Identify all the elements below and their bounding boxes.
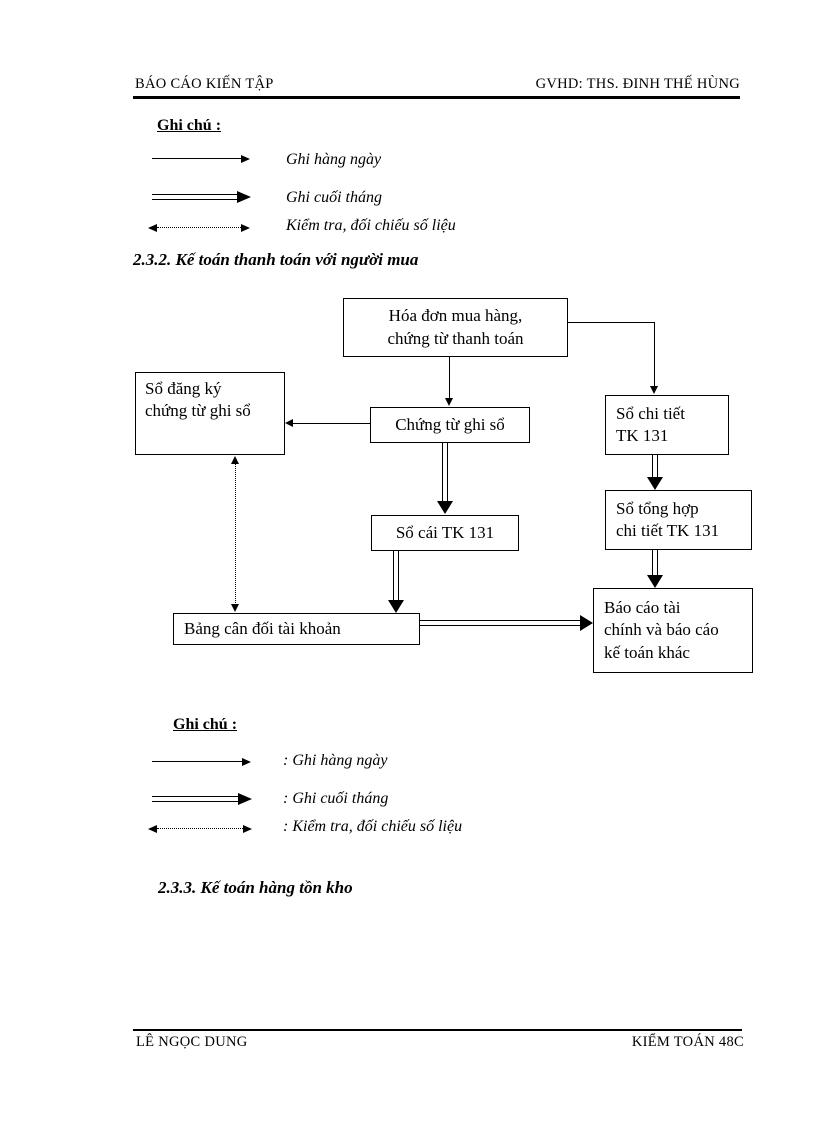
box-so-tong-hop: Sổ tổng hợp chi tiết TK 131 (605, 490, 752, 550)
dbl-arrow-socai-to-bangcandoi (393, 551, 399, 601)
arrow-chungtu-to-sodangky (292, 423, 370, 424)
header-left: BÁO CÁO KIẾN TẬP (135, 76, 274, 92)
legend-top-label-check: Kiểm tra, đối chiếu số liệu (286, 217, 456, 234)
dbl-arrow-bangcandoi-to-baocao (420, 620, 581, 626)
header-rule (133, 96, 740, 99)
section-heading-2-3-2: 2.3.2. Kế toán thanh toán với người mua (133, 250, 419, 269)
dbl-arrow-sochitiet-to-sotonghop (652, 455, 658, 478)
box-so-chi-tiet: Sổ chi tiết TK 131 (605, 395, 729, 455)
arrow-hoadon-to-sochitiet-v (654, 322, 655, 387)
dbl-arrow-bangcandoi-to-baocao-head (580, 615, 593, 631)
arrow-chungtu-to-sodangky-head (285, 419, 293, 427)
footer-rule (133, 1029, 742, 1031)
dbl-arrow-sotonghop-to-baocao (652, 550, 658, 576)
dot-arrow-sodangky-bangcandoi (235, 464, 236, 605)
dbl-arrow-chungtu-to-socai-head (437, 501, 453, 514)
monthly-entry-arrow-icon (152, 792, 252, 805)
footer-left: LÊ NGỌC DUNG (136, 1034, 248, 1050)
legend-top-title: Ghi chú : (157, 117, 222, 134)
arrow-hoadon-to-sochitiet-h (568, 322, 655, 323)
check-reconcile-arrow-icon (148, 824, 252, 833)
monthly-entry-arrow-icon (152, 190, 251, 203)
box-bang-can-doi: Bảng cân đối tài khoản (173, 613, 420, 645)
daily-entry-arrow-icon (152, 154, 250, 163)
box-so-dang-ky: Sổ đăng ký chứng từ ghi sổ (135, 372, 285, 455)
legend-bottom-label-check: : Kiểm tra, đối chiếu số liệu (283, 818, 463, 835)
arrow-hoadon-to-chungtu (449, 357, 450, 399)
section-heading-2-3-3: 2.3.3. Kế toán hàng tồn kho (158, 878, 353, 897)
legend-top-label-daily: Ghi hàng ngày (286, 151, 382, 168)
dbl-arrow-socai-to-bangcandoi-head (388, 600, 404, 613)
box-so-cai: Sổ cái TK 131 (371, 515, 519, 551)
dbl-arrow-sotonghop-to-baocao-head (647, 575, 663, 588)
legend-bottom-label-daily: : Ghi hàng ngày (283, 752, 388, 769)
daily-entry-arrow-icon (152, 757, 251, 766)
legend-bottom-label-monthly: : Ghi cuối tháng (283, 790, 389, 807)
check-reconcile-arrow-icon (148, 223, 250, 232)
arrow-hoadon-to-sochitiet-head (650, 386, 658, 394)
box-chung-tu-ghi-so: Chứng từ ghi sổ (370, 407, 530, 443)
dot-arrow-sodangky-bangcandoi-head-up (231, 456, 239, 464)
dbl-arrow-sochitiet-to-sotonghop-head (647, 477, 663, 490)
legend-top-label-monthly: Ghi cuối tháng (286, 189, 382, 206)
dbl-arrow-chungtu-to-socai (442, 443, 448, 502)
header-right: GVHD: THS. ĐINH THẾ HÙNG (535, 76, 740, 92)
dot-arrow-sodangky-bangcandoi-head-down (231, 604, 239, 612)
box-hoa-don: Hóa đơn mua hàng, chứng từ thanh toán (343, 298, 568, 357)
footer-right: KIỂM TOÁN 48C (631, 1034, 744, 1050)
box-bao-cao: Báo cáo tài chính và báo cáo kế toán khá… (593, 588, 753, 673)
arrow-hoadon-to-chungtu-head (445, 398, 453, 406)
legend-bottom-title: Ghi chú : (173, 716, 238, 733)
